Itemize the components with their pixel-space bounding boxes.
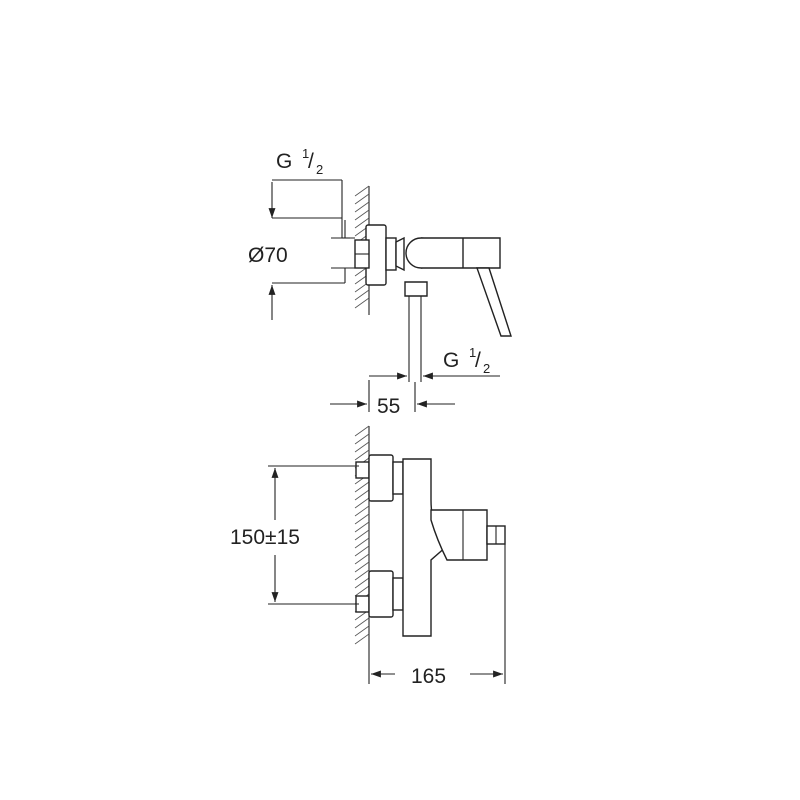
outlet-thread-num: 1	[469, 345, 476, 360]
hatch-line	[354, 289, 370, 301]
hatch-line	[354, 481, 370, 493]
top-view: G 1 / 2 Ø70 G 1 / 2	[248, 146, 512, 418]
front-mixer-body	[402, 458, 506, 637]
hatch-line	[354, 585, 370, 597]
hatch-line	[354, 193, 370, 205]
hatch-line	[354, 561, 370, 573]
hatch-line	[354, 569, 370, 581]
hatch-line	[354, 537, 370, 549]
hatch-line	[354, 625, 370, 637]
hatch-line	[354, 577, 370, 589]
inlet-thread-den: 2	[316, 162, 323, 177]
front-wall	[354, 425, 370, 650]
hatch-line	[354, 513, 370, 525]
top-flange	[354, 224, 405, 286]
hatch-line	[354, 425, 370, 437]
dim-center-distance: 150±15	[230, 465, 359, 605]
front-lower-connection	[355, 570, 404, 618]
outlet-thread-slash: /	[475, 349, 481, 372]
hatch-line	[354, 521, 370, 533]
hatch-line	[354, 217, 370, 229]
hatch-line	[354, 529, 370, 541]
hatch-line	[354, 489, 370, 501]
projection-label: 55	[377, 395, 400, 418]
dim-inlet-thread: G 1 / 2	[268, 146, 350, 239]
inlet-thread-num: 1	[302, 146, 309, 161]
total-depth-label: 165	[411, 665, 446, 688]
hatch-line	[354, 497, 370, 509]
dim-flange-diameter: Ø70	[248, 220, 355, 320]
hatch-line	[354, 433, 370, 445]
inlet-thread-slash: /	[308, 150, 314, 173]
dim-outlet-thread: G 1 / 2	[369, 345, 500, 380]
hatch-line	[354, 505, 370, 517]
outlet-thread-prefix: G	[443, 349, 459, 372]
hatch-line	[354, 449, 370, 461]
flange-diameter-label: Ø70	[248, 244, 288, 267]
hatch-line	[354, 617, 370, 629]
inlet-thread-prefix: G	[276, 150, 292, 173]
hatch-line	[354, 553, 370, 565]
hatch-line	[354, 297, 370, 309]
hatch-line	[354, 185, 370, 197]
dim-total-depth: 165	[368, 544, 506, 688]
hatch-line	[354, 209, 370, 221]
hatch-line	[354, 633, 370, 645]
hatch-line	[354, 441, 370, 453]
top-mixer-body	[404, 237, 512, 382]
outlet-thread-den: 2	[483, 361, 490, 376]
hatch-line	[354, 545, 370, 557]
hatch-line	[354, 201, 370, 213]
front-upper-connection	[355, 454, 404, 502]
front-view: 150±15 165	[230, 425, 506, 688]
dim-projection: 55	[330, 380, 455, 418]
center-distance-label: 150±15	[230, 526, 300, 549]
